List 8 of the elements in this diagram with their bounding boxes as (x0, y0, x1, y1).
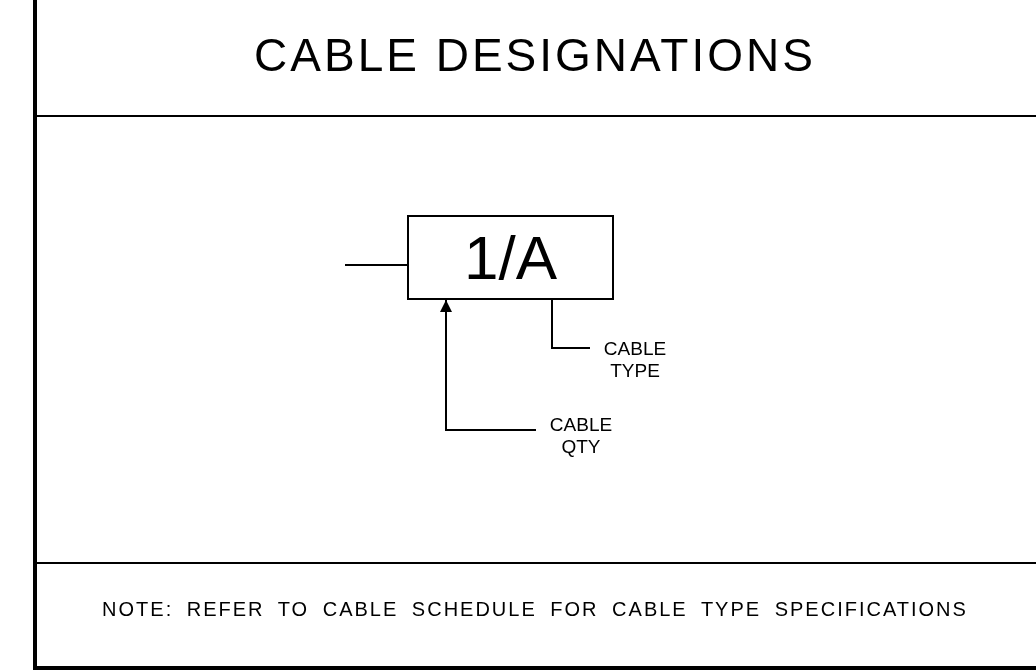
callout-text: CABLE QTY (536, 414, 626, 458)
note-text: NOTE: REFER TO CABLE SCHEDULE FOR CABLE TYPE SPECIFICATIONS (101, 598, 969, 621)
leader-line (551, 299, 591, 349)
designation-box: 1/A (407, 215, 614, 300)
title-text: CABLE DESIGNATIONS (253, 28, 817, 82)
cable-line (344, 264, 408, 266)
leader-line (440, 299, 537, 431)
callout-text: CABLE TYPE (590, 338, 680, 382)
